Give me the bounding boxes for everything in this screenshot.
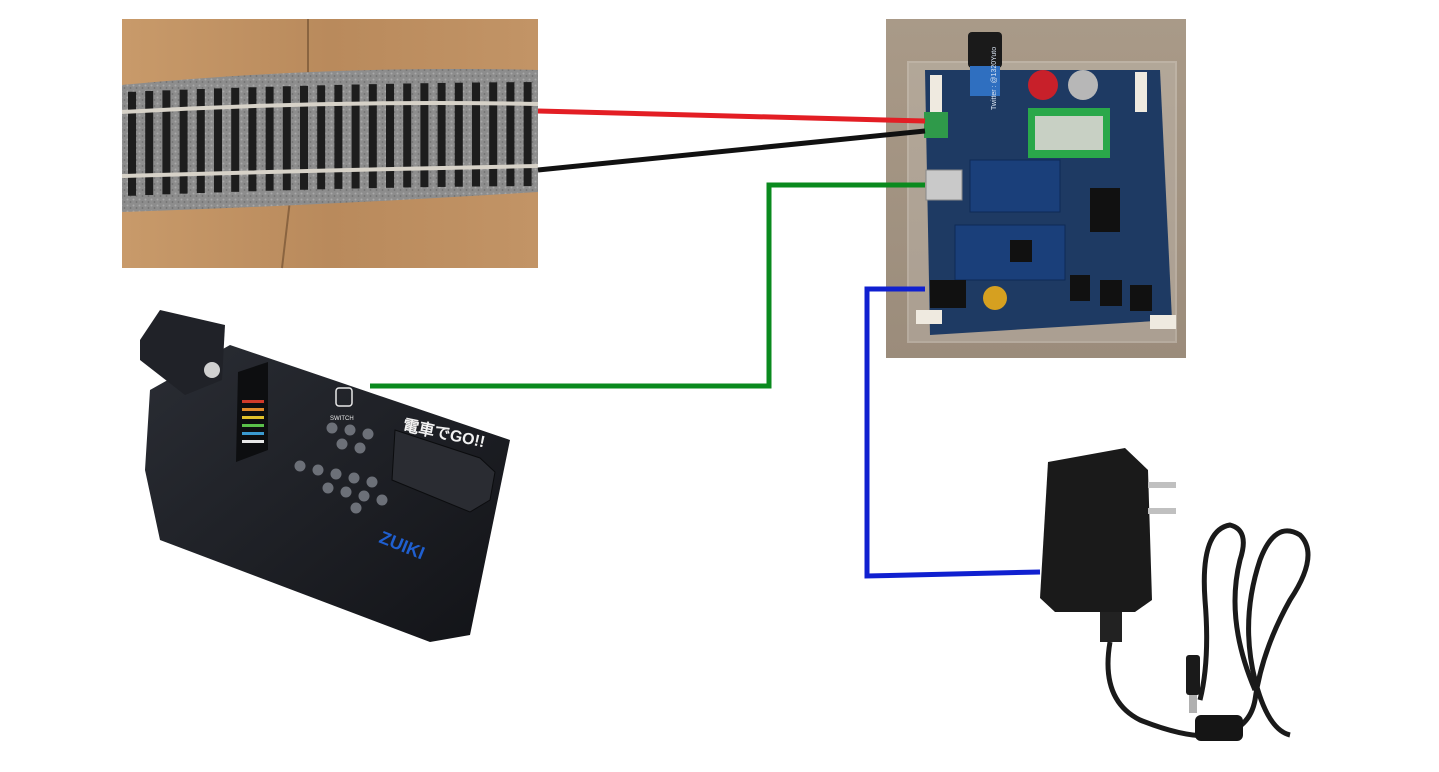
track-tie bbox=[472, 82, 480, 187]
track-tie bbox=[248, 87, 257, 192]
controller-button bbox=[354, 442, 366, 454]
meter-bar bbox=[242, 440, 264, 443]
track-tie bbox=[300, 85, 308, 190]
mcu-chip bbox=[1010, 240, 1032, 262]
throttle-handle bbox=[391, 429, 496, 513]
controller-button bbox=[340, 486, 352, 498]
potentiometer-body bbox=[970, 66, 1000, 96]
track-tie bbox=[196, 89, 205, 194]
track-tie bbox=[145, 91, 154, 196]
lcd-screen bbox=[1035, 116, 1103, 150]
transistor bbox=[1130, 285, 1152, 311]
standoff bbox=[916, 310, 942, 324]
blue-wire bbox=[864, 286, 1041, 579]
meter-bar bbox=[242, 424, 264, 427]
terminal-block bbox=[924, 112, 948, 138]
controller-button bbox=[376, 494, 388, 506]
lever-knob bbox=[204, 362, 220, 378]
track-tie bbox=[334, 84, 343, 189]
board-silkscreen: Twitter : @1320Yuto bbox=[991, 47, 998, 110]
grey-push-button bbox=[1068, 70, 1098, 100]
usb-port bbox=[925, 169, 963, 201]
switch-logo-icon bbox=[335, 387, 353, 407]
controller-button bbox=[344, 424, 356, 436]
controller-button bbox=[348, 472, 360, 484]
track-tie bbox=[437, 82, 446, 187]
rail-bottom bbox=[121, 164, 539, 178]
green-wire bbox=[370, 182, 925, 389]
meter-bar bbox=[242, 416, 264, 419]
controller-button bbox=[322, 482, 334, 494]
wires bbox=[370, 108, 1041, 579]
standoff bbox=[930, 75, 942, 115]
adapter-cable-loop bbox=[1197, 522, 1258, 701]
meter-bar bbox=[242, 432, 264, 435]
track-tie bbox=[128, 91, 136, 196]
controller-button bbox=[350, 502, 362, 514]
floor-seam bbox=[281, 199, 291, 269]
red-push-button bbox=[1028, 70, 1058, 100]
controller-buttons bbox=[294, 422, 388, 514]
controller-button bbox=[294, 460, 306, 472]
track-photo bbox=[121, 19, 539, 269]
track-tie bbox=[265, 86, 274, 191]
controller-button bbox=[358, 490, 370, 502]
track-tie bbox=[386, 83, 394, 188]
controller-button bbox=[362, 428, 374, 440]
controller-button bbox=[312, 464, 324, 476]
notch-meter bbox=[242, 400, 264, 443]
lever-slot bbox=[236, 362, 268, 462]
controller-button bbox=[326, 422, 338, 434]
transistor bbox=[1070, 275, 1090, 301]
track-tie bbox=[351, 84, 360, 189]
potentiometer-knob bbox=[968, 32, 1002, 68]
track-tie bbox=[214, 88, 222, 193]
track-tie bbox=[489, 82, 498, 187]
track-tie bbox=[231, 87, 240, 192]
track-tie bbox=[179, 89, 188, 194]
track-tie bbox=[162, 90, 171, 195]
dc-plug-tip bbox=[1189, 695, 1197, 713]
adapter-prong bbox=[1148, 482, 1176, 488]
adapter-body bbox=[1040, 448, 1152, 612]
controller-photo: SWITCH 電車でGO!! ZUIKI bbox=[140, 310, 510, 642]
adapter-prong bbox=[1148, 508, 1176, 514]
track-tie bbox=[523, 82, 532, 187]
track-tie bbox=[282, 86, 291, 191]
switch-text: SWITCH bbox=[330, 416, 354, 422]
ferrite-core bbox=[1195, 715, 1243, 741]
track-tie bbox=[420, 83, 429, 188]
controller-body bbox=[145, 345, 510, 642]
track-tie bbox=[317, 85, 326, 190]
controller-button bbox=[336, 438, 348, 450]
dc-plug bbox=[1186, 655, 1200, 695]
control-board-photo: Twitter : @1320Yuto bbox=[886, 19, 1186, 358]
relay bbox=[1090, 188, 1120, 232]
adapter-cable bbox=[1105, 528, 1311, 739]
controller-lever bbox=[140, 310, 225, 395]
track-tie bbox=[403, 83, 412, 188]
track-tie bbox=[454, 82, 463, 187]
red-wire bbox=[537, 108, 926, 124]
track-tie bbox=[506, 82, 515, 187]
arduino-board-1 bbox=[969, 159, 1061, 213]
black-wire bbox=[537, 128, 926, 173]
track-tie bbox=[368, 84, 377, 189]
transistor bbox=[1100, 280, 1122, 306]
meter-bar bbox=[242, 400, 264, 403]
ac-adapter-photo bbox=[1040, 448, 1311, 741]
dc-jack bbox=[930, 280, 966, 308]
standoff bbox=[1135, 72, 1147, 112]
trimmer-pot bbox=[983, 286, 1007, 310]
standoff bbox=[1150, 315, 1176, 329]
meter-bar bbox=[242, 408, 264, 411]
controller-button bbox=[330, 468, 342, 480]
rail-top bbox=[121, 101, 539, 114]
controller-button bbox=[366, 476, 378, 488]
track-ties bbox=[128, 82, 532, 196]
cable-strain-relief bbox=[1100, 612, 1122, 642]
